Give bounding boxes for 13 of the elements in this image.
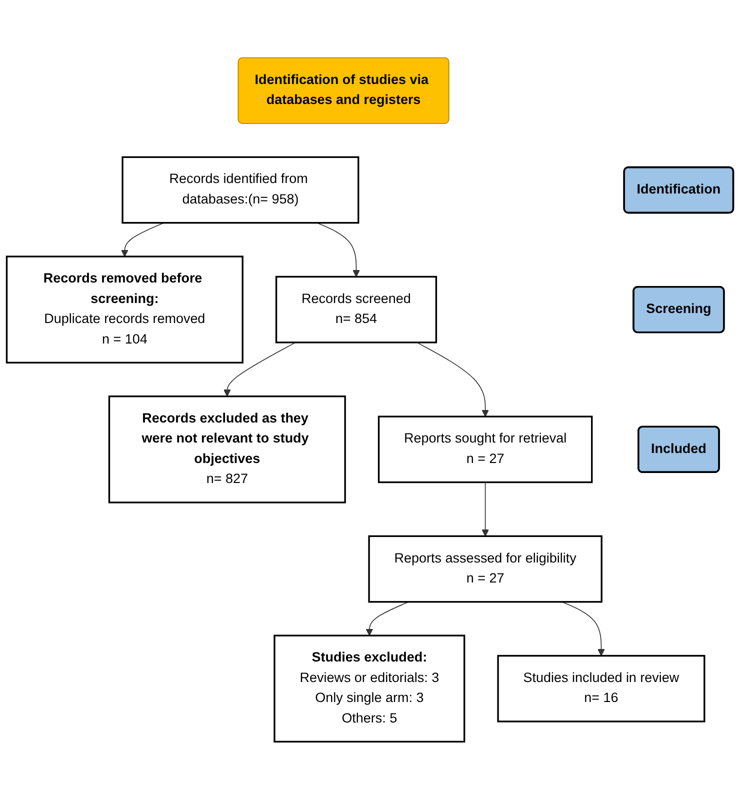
arrow [416, 342, 490, 418]
arrow [223, 342, 296, 397]
node-box: Records removed before screening: Duplicate records removed n = 104 [6, 256, 244, 364]
node-box: Records excluded as they were not relevant to study objectives n= 827 [108, 396, 346, 504]
node-box: Reports assessed for eligibility n = 27 [368, 536, 602, 603]
arrow [316, 222, 360, 278]
node-box: Studies included in review n= 16 [497, 655, 706, 723]
arrow [482, 482, 490, 537]
arrow [562, 602, 605, 656]
node-box: Studies excluded: Reviews or editorials: 3 Only single arm: 3 Others: 5 [274, 635, 466, 743]
node-box: Reports sought for retrieval n = 27 [378, 416, 593, 484]
node-box: Records screened n= 854 [275, 276, 438, 344]
node-box: Records identified from databases:(n= 958) [122, 156, 360, 224]
